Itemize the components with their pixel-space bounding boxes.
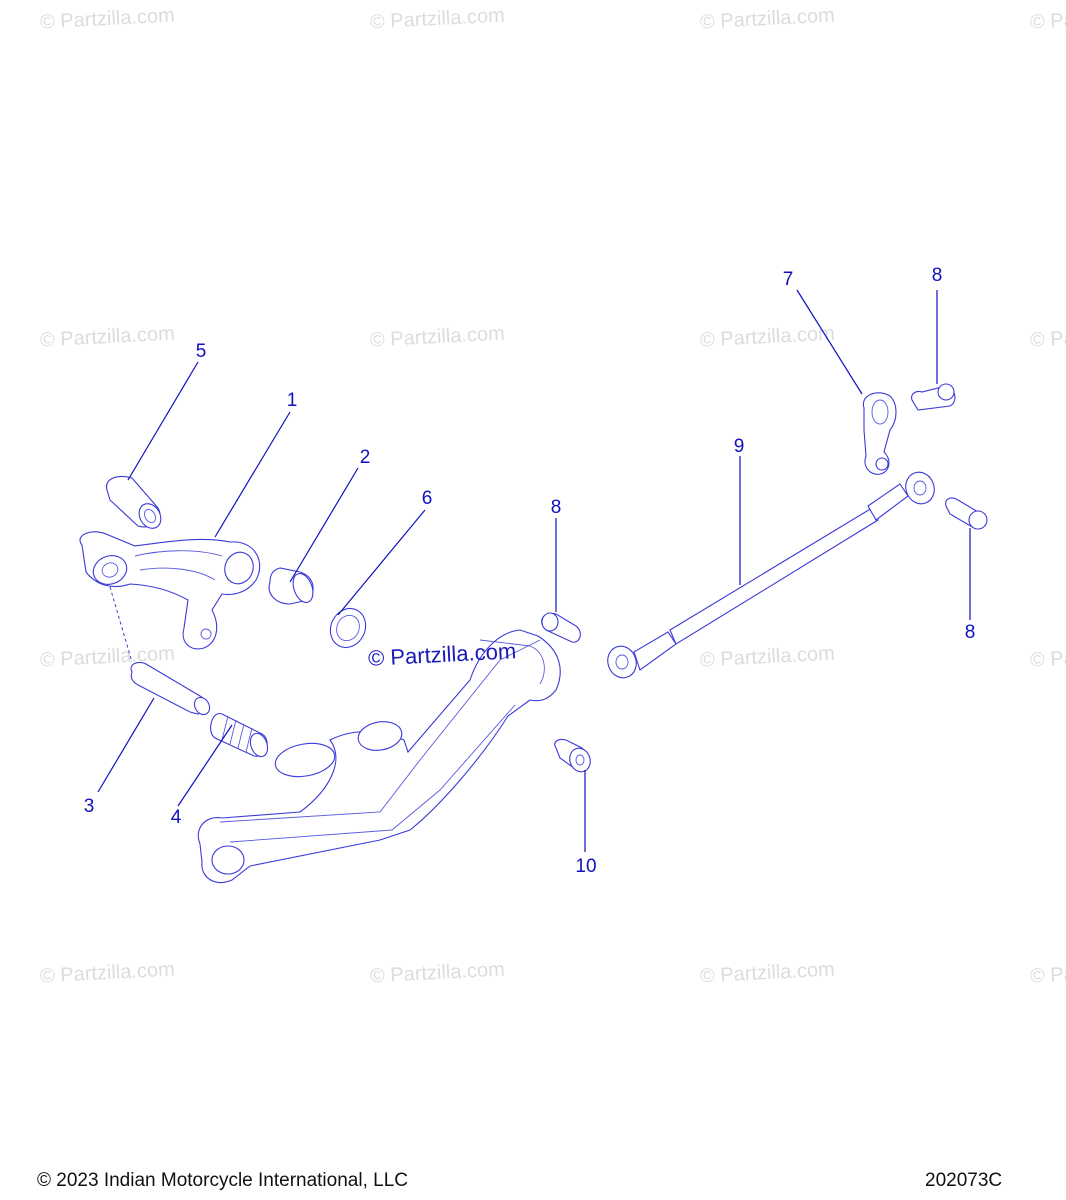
- part-washer: [329, 607, 367, 649]
- callout-3: 3: [84, 796, 95, 817]
- part-bolt-right: [945, 497, 988, 530]
- callout-1: 1: [287, 390, 298, 411]
- part-bushing: [106, 475, 162, 529]
- part-bolt-top: [911, 383, 956, 411]
- part-lever-arm: [79, 531, 261, 650]
- callout-2: 2: [360, 447, 371, 468]
- callout-6: 6: [422, 488, 433, 509]
- callout-5: 5: [196, 341, 207, 362]
- part-spring: [210, 713, 269, 758]
- callout-8-top: 8: [932, 265, 943, 286]
- part-pin: [109, 586, 211, 716]
- callout-8-center: 8: [551, 497, 562, 518]
- callout-4: 4: [171, 807, 182, 828]
- copyright-notice: © 2023 Indian Motorcycle International, …: [37, 1170, 408, 1191]
- diagram-code: 202073C: [925, 1170, 1003, 1191]
- part-shift-rod: [607, 471, 935, 679]
- part-pedal-bracket: [197, 629, 561, 884]
- callout-7: 7: [783, 269, 794, 290]
- callout-10: 10: [575, 856, 596, 877]
- part-clevis: [862, 392, 897, 475]
- leader-lines: [97, 289, 971, 852]
- part-bolt-center: [541, 612, 581, 643]
- callout-8-right: 8: [965, 622, 976, 643]
- part-spacer: [268, 567, 314, 605]
- part-bolt-10: [554, 738, 591, 773]
- callout-9: 9: [734, 436, 745, 457]
